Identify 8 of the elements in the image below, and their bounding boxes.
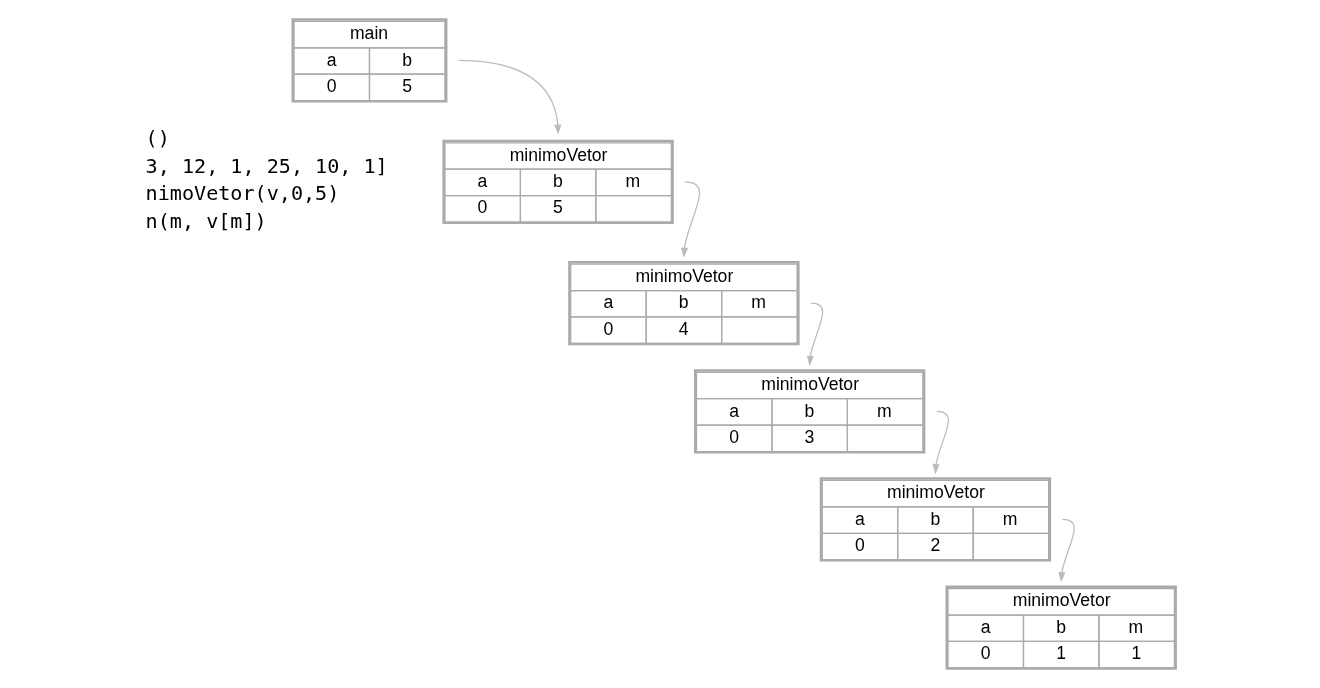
arrow <box>1058 518 1075 583</box>
arrow <box>458 59 562 135</box>
label: nimoVetor(v,0,5) <box>145 181 340 206</box>
arrow <box>681 181 701 258</box>
label: n(m, v[m]) <box>145 209 267 234</box>
label: 3, 12, 1, 25, 10, 1] <box>145 153 388 178</box>
arrow <box>932 410 949 475</box>
label: () <box>145 126 170 151</box>
